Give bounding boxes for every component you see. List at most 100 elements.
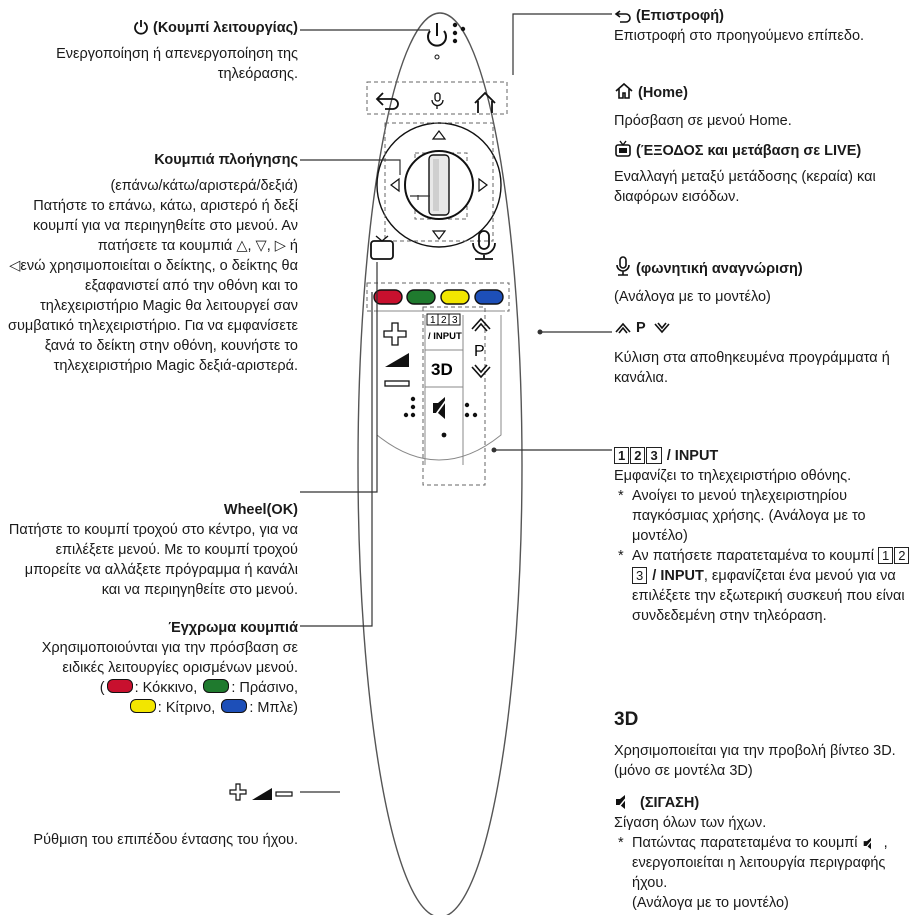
mute-icon	[616, 795, 629, 809]
chevron-down-icon	[654, 322, 671, 334]
tactile-dots-page	[464, 402, 478, 418]
volume-down-button[interactable]	[384, 380, 410, 387]
wheel-title: Wheel(OK)	[223, 502, 298, 518]
nav-ring	[376, 122, 502, 248]
volume-section: Ρύθμιση του επιπέδου έντασης του ήχου.	[8, 830, 298, 850]
page-up-button[interactable]	[471, 317, 491, 332]
nav-left-arrow	[390, 177, 400, 193]
mic-small-icon	[431, 92, 444, 109]
wheel-desc: Πατήστε το κουμπί τροχού στο κέντρο, για…	[8, 522, 298, 598]
power-desc: Ενεργοποίηση ή απενεργοποίηση της τηλεόρ…	[56, 46, 298, 82]
home-title: (Home)	[614, 82, 914, 103]
input-desc: Εμφανίζει το τηλεχειριστήριο οθόνης.	[614, 468, 852, 484]
mute-button[interactable]	[433, 397, 448, 419]
page-section: P Κύλιση στα αποθηκευμένα προγράμματα ή …	[614, 318, 914, 388]
mute-desc: Σίγαση όλων των ήχων.	[614, 815, 767, 831]
keypad-digit-1: 1	[614, 447, 630, 464]
color-title: Έγχρωμα κουμπιά	[168, 620, 298, 636]
voice-button[interactable]	[472, 230, 496, 260]
home-section: (Home) Πρόσβαση σε μενού Home.	[614, 82, 914, 131]
remote-p-label: P	[474, 343, 485, 360]
exit-live-icon	[615, 140, 631, 157]
remote-keypad-3: 3	[452, 315, 458, 326]
back-icon	[614, 10, 631, 23]
mic-hole	[434, 54, 440, 60]
voice-desc: (Ανάλογα με το μοντέλο)	[614, 289, 771, 305]
nav-desc-2: ◁ενώ χρησιμοποιείται ο δείκτης, ο δείκτη…	[8, 258, 299, 374]
volume-wedge-icon	[252, 788, 272, 800]
input-note-2: Αν πατήσετε παρατεταμένα το κουμπί 123 /…	[614, 546, 920, 626]
remote-body	[357, 12, 523, 915]
nav-title: Κουμπιά πλοήγησης	[154, 152, 298, 168]
chevron-up-icon	[615, 322, 631, 334]
keypad-digit-3: 3	[646, 447, 662, 464]
nav-up-arrow	[431, 130, 447, 140]
back-title: (Επιστροφή)	[614, 6, 914, 26]
tactile-dots-top	[452, 22, 466, 44]
blue-button[interactable]	[474, 289, 504, 305]
power-icon	[134, 20, 148, 35]
back-button[interactable]	[375, 92, 399, 110]
color-desc: Χρησιμοποιούνται για την πρόσβαση σε ειδ…	[41, 640, 298, 676]
lower-button-box	[422, 306, 486, 486]
red-button[interactable]	[373, 289, 403, 305]
back-section: (Επιστροφή) Επιστροφή στο προηγούμενο επ…	[614, 6, 914, 46]
mute-dot	[441, 432, 447, 438]
voice-title: (φωνητική αναγνώριση)	[614, 256, 914, 279]
home-button[interactable]	[474, 91, 496, 113]
nav-down-arrow	[431, 230, 447, 240]
threed-desc: Χρησιμοποιείται για την προβολή βίντεο 3…	[614, 743, 896, 780]
power-button[interactable]	[427, 23, 447, 47]
note-digit-1: 1	[877, 547, 894, 564]
mute-title: (ΣΙΓΑΣΗ)	[614, 793, 914, 813]
power-title: (Κουμπί λειτουργίας)	[8, 18, 298, 38]
top-button-box	[366, 81, 508, 115]
input-note-1: Ανοίγει το μενού τηλεχειριστηρίου παγκόσ…	[614, 486, 920, 546]
green-button[interactable]	[406, 289, 436, 305]
home-desc: Πρόσβαση σε μενού Home.	[614, 113, 792, 129]
remote-keypad-2: 2	[441, 315, 447, 326]
exit-title: (ΈΞΟΔΟΣ και μετάβαση σε LIVE)	[614, 140, 914, 161]
volume-desc: Ρύθμιση του επιπέδου έντασης του ήχου.	[33, 832, 298, 848]
threed-title: 3D	[614, 709, 639, 730]
page-title: P	[614, 318, 914, 338]
mute-note-model: (Ανάλογα με το μοντέλο)	[632, 895, 789, 911]
remote-input-label: / INPUT	[428, 331, 462, 342]
volume-up-button[interactable]	[383, 322, 407, 346]
mute-note: Πατώντας παρατεταμένα το κουμπί , ενεργο…	[614, 833, 914, 913]
keypad-digit-2: 2	[630, 447, 646, 464]
exit-desc: Εναλλαγή μεταξύ μετάδοσης (κεραία) και δ…	[614, 169, 876, 205]
nav-section: Κουμπιά πλοήγησης (επάνω/κάτω/αριστερά/δ…	[8, 150, 298, 376]
volume-icons	[229, 783, 293, 801]
page-down-button[interactable]	[471, 364, 491, 379]
mute-section: (ΣΙΓΑΣΗ) Σίγαση όλων των ήχων. Πατώντας …	[614, 793, 914, 913]
minus-icon	[275, 791, 293, 797]
remote-keypad-1: 1	[430, 315, 436, 326]
remote-3d-button[interactable]: 3D	[431, 360, 453, 379]
color-legend-2: : Κίτρινο, : Μπλε)	[8, 698, 298, 718]
input-button[interactable]: 1 2 3 / INPUT	[426, 313, 462, 342]
threed-section: 3D Χρησιμοποιείται για την προβολή βίντε…	[614, 707, 914, 781]
red-pill-icon	[106, 679, 133, 693]
color-section: Έγχρωμα κουμπιά Χρησιμοποιούνται για την…	[8, 618, 298, 718]
note-digit-2: 2	[894, 547, 910, 564]
note-digit-3: 3	[632, 567, 648, 584]
yellow-button[interactable]	[440, 289, 470, 305]
home-icon	[615, 82, 633, 99]
tactile-dots-volume	[403, 396, 416, 418]
color-legend-1: (: Κόκκινο, : Πράσινο,	[99, 679, 298, 696]
wheel-button[interactable]	[404, 150, 474, 220]
voice-section: (φωνητική αναγνώριση) (Ανάλογα με το μον…	[614, 256, 914, 307]
page-desc: Κύλιση στα αποθηκευμένα προγράμματα ή κα…	[614, 350, 890, 386]
plus-icon	[229, 783, 247, 801]
nav-dashed-outer	[384, 122, 494, 242]
yellow-pill-icon	[129, 699, 156, 713]
green-pill-icon	[203, 679, 230, 693]
magic-remote: 1 2 3 / INPUT 3D P	[357, 12, 523, 915]
exit-section: (ΈΞΟΔΟΣ και μετάβαση σε LIVE) Εναλλαγή μ…	[614, 140, 914, 207]
exit-live-button[interactable]	[370, 235, 394, 260]
microphone-icon	[616, 256, 630, 276]
wheel-section: Wheel(OK) Πατήστε το κουμπί τροχού στο κ…	[8, 500, 298, 600]
